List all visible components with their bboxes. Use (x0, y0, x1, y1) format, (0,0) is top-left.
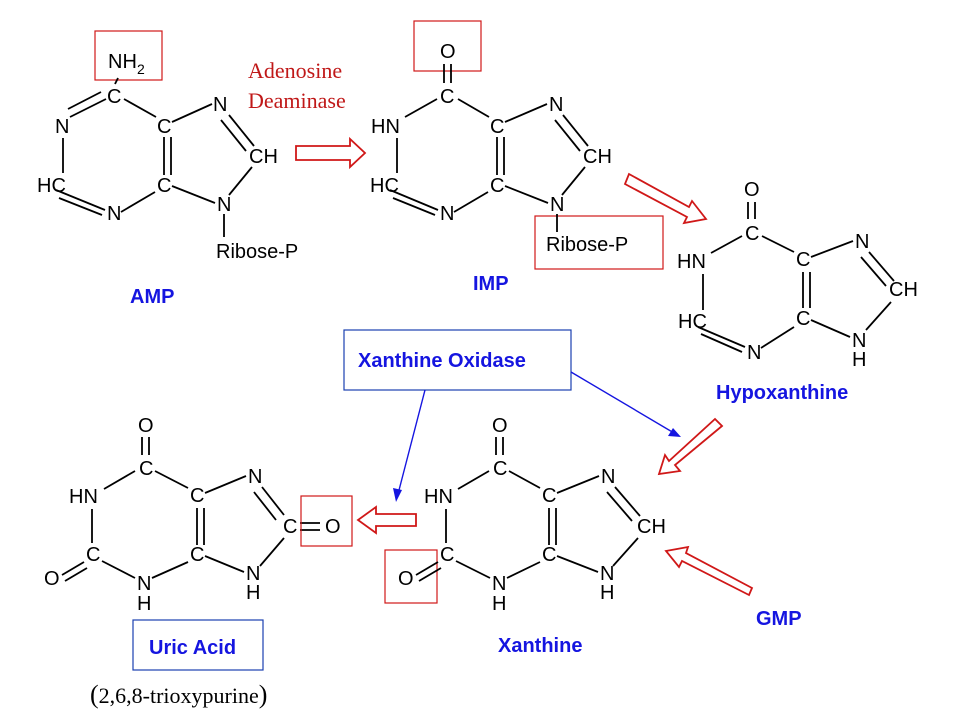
svg-text:N: N (855, 231, 869, 253)
svg-text:C: C (542, 485, 556, 507)
xanthine-structure: O C HN C N CH C C N H N H O (384, 415, 666, 615)
amino-group-highlight-box (94, 30, 163, 81)
svg-text:O: O (398, 568, 414, 590)
svg-text:Ribose-P: Ribose-P (546, 234, 628, 256)
svg-text:HN: HN (371, 116, 400, 138)
svg-text:HC: HC (37, 175, 66, 197)
svg-text:N: N (550, 194, 564, 216)
svg-text:C: C (542, 544, 556, 566)
gmp-label: GMP (756, 608, 802, 630)
ribose-phosphate-highlight-box (534, 215, 664, 270)
reaction-arrow-xanthine-to-uric-acid (356, 505, 417, 535)
svg-text:C: C (139, 458, 153, 480)
svg-text:H: H (492, 593, 506, 615)
svg-text:N: N (55, 116, 69, 138)
svg-text:N: N (213, 94, 227, 116)
hypoxanthine-label: Hypoxanthine (716, 382, 848, 404)
svg-text:CH: CH (249, 146, 278, 168)
imp-structure: O C HN C N CH HC C N N Ribose-P (370, 20, 664, 270)
svg-text:C: C (190, 544, 204, 566)
svg-text:O: O (44, 568, 60, 590)
svg-text:HN: HN (69, 486, 98, 508)
svg-text:H: H (852, 349, 866, 371)
svg-text:CH: CH (889, 279, 918, 301)
imp-label: IMP (473, 273, 509, 295)
svg-text:N: N (248, 466, 262, 488)
svg-text:2: 2 (137, 61, 145, 77)
reaction-arrow-hypoxanthine-to-xanthine (657, 417, 724, 476)
svg-text:C: C (796, 249, 810, 271)
uric-acid-box (132, 619, 264, 671)
svg-text:N: N (107, 203, 121, 225)
svg-text:N: N (601, 466, 615, 488)
svg-text:O: O (744, 179, 760, 201)
uric-acid-structure: O C HN C N C O C C N H N H O (44, 415, 353, 615)
adenosine-deaminase-label-line2: Deaminase (248, 88, 346, 113)
uric-acid-label: Uric Acid (149, 637, 236, 659)
svg-text:H: H (137, 593, 151, 615)
svg-text:HN: HN (424, 486, 453, 508)
svg-text:NH: NH (108, 51, 137, 73)
amp-label: AMP (130, 286, 174, 308)
svg-text:N: N (217, 194, 231, 216)
svg-text:N: N (492, 573, 506, 595)
svg-text:O: O (492, 415, 508, 437)
xanthine-label: Xanthine (498, 635, 582, 657)
svg-text:HC: HC (370, 175, 399, 197)
xanthine-oxidase-arrow-right (570, 371, 681, 437)
svg-text:N: N (549, 94, 563, 116)
svg-text:N: N (246, 563, 260, 585)
keto-group-highlight-box (413, 20, 482, 72)
svg-text:N: N (440, 203, 454, 225)
svg-text:H: H (600, 582, 614, 604)
svg-text:O: O (325, 516, 341, 538)
svg-text:N: N (747, 342, 761, 364)
svg-text:C: C (493, 458, 507, 480)
reaction-arrow-imp-to-hypoxanthine (623, 172, 708, 225)
svg-text:C: C (490, 116, 504, 138)
svg-text:C: C (107, 86, 121, 108)
svg-text:C: C (440, 86, 454, 108)
svg-text:C: C (157, 116, 171, 138)
svg-text:C: C (86, 544, 100, 566)
adenosine-deaminase-label-line1: Adenosine (248, 58, 342, 83)
xanthine-oxidase-arrow-left (393, 389, 426, 502)
uric-acid-alias: (2,6,8-trioxypurine) (90, 680, 267, 709)
svg-text:N: N (852, 330, 866, 352)
svg-text:C: C (157, 175, 171, 197)
svg-text:CH: CH (583, 146, 612, 168)
reaction-arrow-gmp-to-xanthine (664, 545, 754, 597)
svg-text:C: C (745, 223, 759, 245)
svg-text:C: C (796, 308, 810, 330)
svg-text:O: O (440, 41, 456, 63)
xanthine-oxidase-box (343, 329, 572, 391)
reaction-arrow-amp-to-imp (295, 136, 367, 170)
uric-acid-keto-highlight-box (300, 495, 353, 547)
svg-text:H: H (246, 582, 260, 604)
svg-text:N: N (600, 563, 614, 585)
svg-text:C: C (440, 544, 454, 566)
xanthine-oxidase-label: Xanthine Oxidase (358, 350, 526, 372)
svg-text:C: C (490, 175, 504, 197)
svg-text:Ribose-P: Ribose-P (216, 241, 298, 263)
svg-text:N: N (137, 573, 151, 595)
svg-text:CH: CH (637, 516, 666, 538)
xanthine-keto-highlight-box (384, 549, 438, 604)
svg-text:HN: HN (677, 251, 706, 273)
svg-text:C: C (283, 516, 297, 538)
svg-text:C: C (190, 485, 204, 507)
hypoxanthine-structure: O C HN C N CH HC C N N H (677, 179, 918, 371)
svg-text:O: O (138, 415, 154, 437)
